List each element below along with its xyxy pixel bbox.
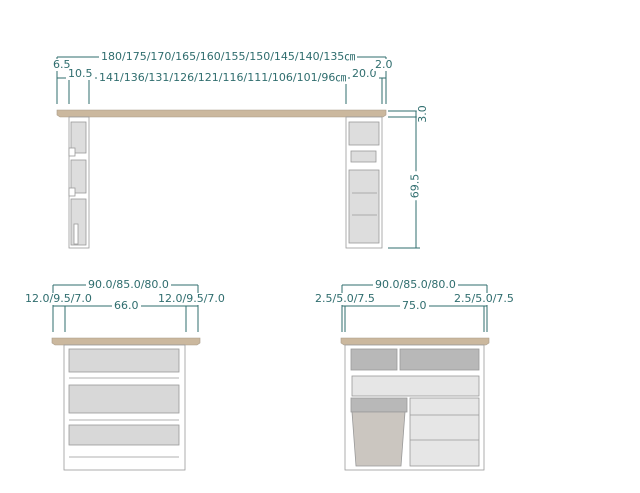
front-right-leg bbox=[345, 116, 383, 249]
right-leg-width-label: 20.0 bbox=[350, 67, 379, 80]
side-right-body bbox=[344, 344, 485, 471]
front-left-leg bbox=[68, 116, 90, 249]
inner-width-label: 141/136/131/126/121/116/111/106/101/96㎝ bbox=[97, 71, 349, 84]
left-inner-depth-label: 66.0 bbox=[112, 299, 141, 312]
right-back-overhang-label: 2.5/5.0/7.5 bbox=[452, 292, 516, 305]
side-left-body bbox=[63, 344, 186, 471]
left-front-overhang-label: 12.0/9.5/7.0 bbox=[23, 292, 94, 305]
right-overhang-label: 2.0 bbox=[373, 58, 395, 71]
tabletops bbox=[51, 109, 490, 346]
leg-height-label: 69.5 bbox=[408, 171, 422, 201]
left-leg-width-label: 10.5 bbox=[66, 67, 95, 80]
right-inner-depth-label: 75.0 bbox=[400, 299, 429, 312]
top-thickness-label: 3.0 bbox=[415, 103, 429, 125]
right-front-overhang-label: 2.5/5.0/7.5 bbox=[313, 292, 377, 305]
right-depth-label: 90.0/85.0/80.0 bbox=[373, 278, 458, 291]
left-back-overhang-label: 12.0/9.5/7.0 bbox=[156, 292, 227, 305]
total-width-label: 180/175/170/165/160/155/150/145/140/135㎝ bbox=[99, 50, 358, 63]
left-depth-label: 90.0/85.0/80.0 bbox=[86, 278, 171, 291]
